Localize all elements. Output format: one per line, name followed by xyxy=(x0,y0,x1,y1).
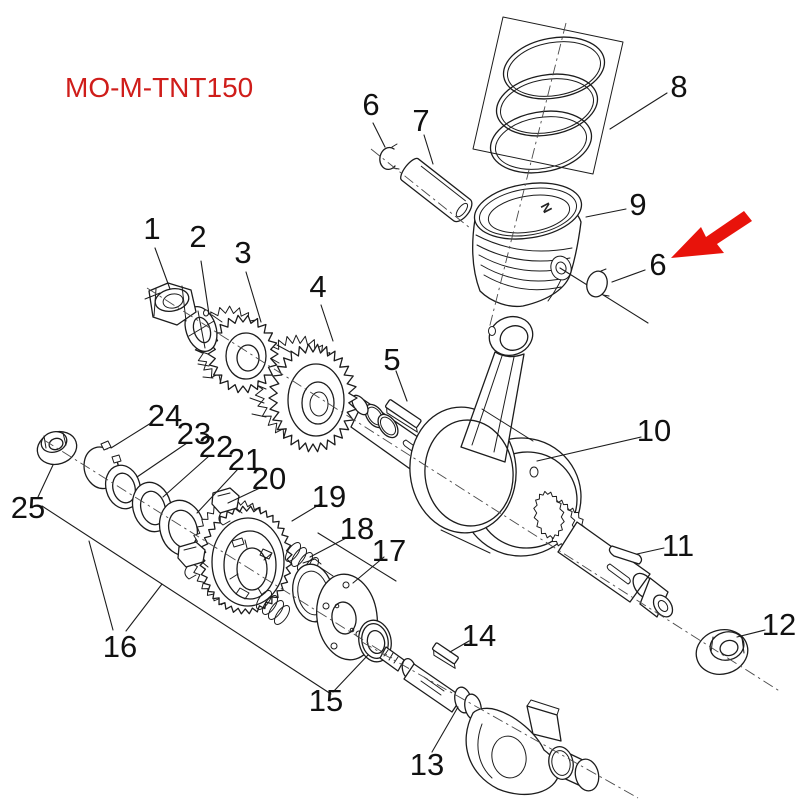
callout-10: 10 xyxy=(637,413,671,448)
callout-5: 5 xyxy=(383,342,400,377)
diagram-title: MO-M-TNT150 xyxy=(65,72,253,103)
callout-9: 9 xyxy=(629,187,646,222)
callout-3: 3 xyxy=(234,235,251,270)
callout-23: 23 xyxy=(177,416,211,451)
part12-flange-nut xyxy=(695,629,749,675)
callout-13: 13 xyxy=(410,747,444,782)
callout-8: 8 xyxy=(670,69,687,104)
part25-flange-nut xyxy=(36,430,78,466)
callout-6-left: 6 xyxy=(362,87,379,122)
part9-piston: N xyxy=(472,182,583,308)
part5-straight-key xyxy=(384,399,422,433)
callout-15: 15 xyxy=(309,683,343,718)
callout-21: 21 xyxy=(228,442,262,477)
callout-19: 19 xyxy=(312,479,346,514)
callout-17: 17 xyxy=(372,533,406,568)
callout-11: 11 xyxy=(662,528,694,563)
callout-1: 1 xyxy=(143,211,160,246)
leader-lines xyxy=(37,92,766,753)
callout-2: 2 xyxy=(189,219,206,254)
part8-piston-rings xyxy=(472,16,624,175)
part21-washer xyxy=(158,499,206,557)
part4-primary-drive-gear xyxy=(249,334,358,453)
part14-straight-key xyxy=(431,642,459,669)
callout-7: 7 xyxy=(412,103,429,138)
part10-crankshaft xyxy=(350,315,674,618)
callout-12: 12 xyxy=(762,607,796,642)
callout-22: 22 xyxy=(199,429,233,464)
callout-6-right: 6 xyxy=(649,247,666,282)
part13-balance-shaft xyxy=(379,646,600,796)
part6-circlip-left xyxy=(379,143,400,171)
highlight-arrow-icon xyxy=(671,211,752,258)
group-bracket-lines xyxy=(41,505,397,695)
callout-14: 14 xyxy=(462,618,496,653)
part6-circlip-right xyxy=(559,267,649,324)
part20-clutch-pawls xyxy=(177,487,243,580)
callout-20: 20 xyxy=(252,461,286,496)
callout-labels: 1 2 3 4 5 6 7 8 9 6 10 11 12 13 14 15 16… xyxy=(11,69,796,782)
callout-18: 18 xyxy=(340,511,374,546)
part7-piston-pin xyxy=(400,157,473,223)
part19-starter-clutch-gear xyxy=(190,499,293,615)
callout-24: 24 xyxy=(148,398,182,433)
part23-washer xyxy=(104,464,142,510)
callout-4: 4 xyxy=(309,269,326,304)
callout-25: 25 xyxy=(11,490,45,525)
centerlines xyxy=(43,22,782,799)
part11-woodruff-key xyxy=(608,545,643,565)
callout-16: 16 xyxy=(103,629,137,664)
